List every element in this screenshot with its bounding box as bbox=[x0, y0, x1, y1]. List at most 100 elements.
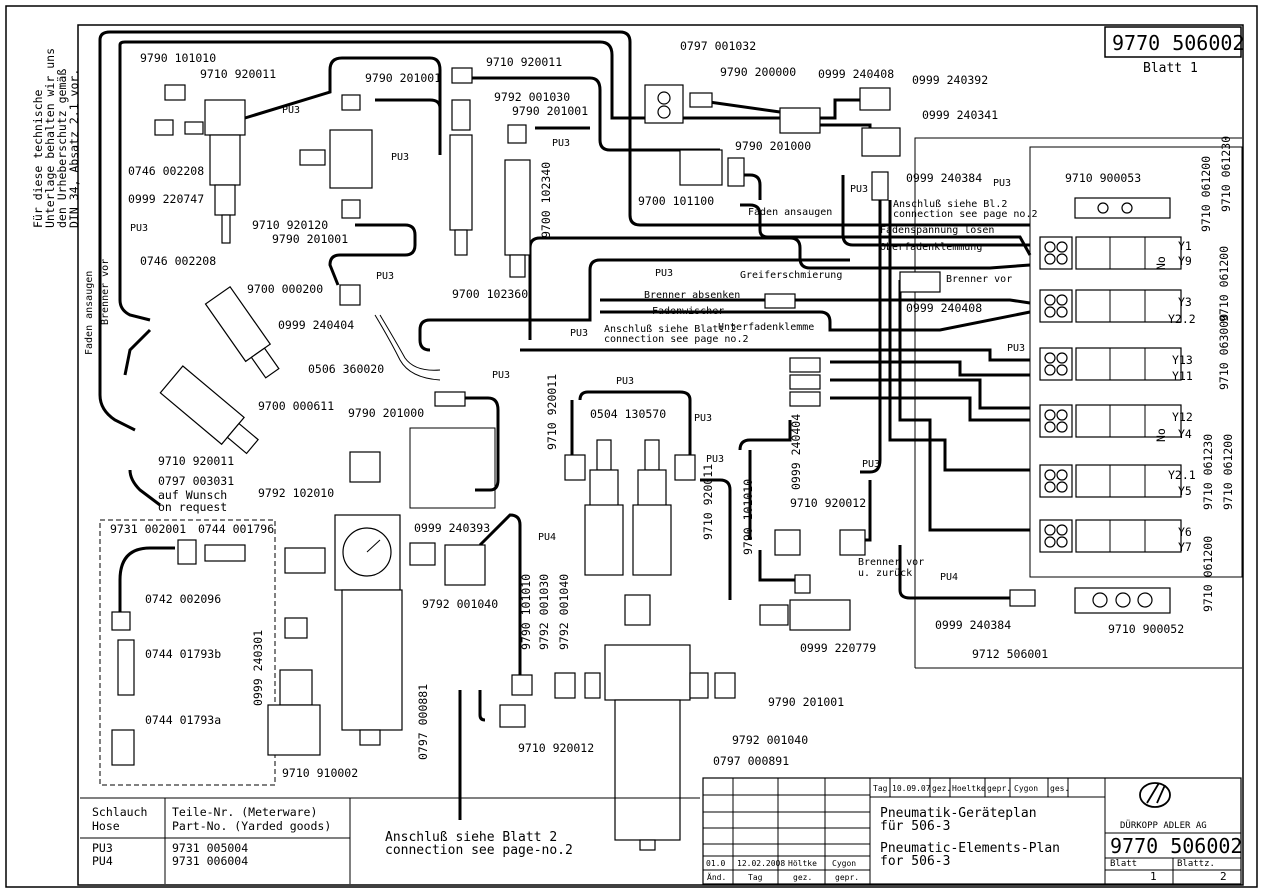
svg-text:01.0: 01.0 bbox=[706, 859, 725, 868]
svg-text:10.09.07: 10.09.07 bbox=[892, 784, 931, 793]
svg-text:on request: on request bbox=[158, 500, 227, 514]
y-connector bbox=[779, 107, 821, 134]
label-p48: 0999 240408 bbox=[906, 301, 982, 315]
svg-text:PU4: PU4 bbox=[92, 854, 113, 868]
rotated-part-labels: 9700 102340 0999 240301 0797 000881 9710… bbox=[251, 136, 1235, 760]
label-p1: 9790 101010 bbox=[140, 51, 216, 65]
label-v3: 9710 061200 bbox=[1217, 246, 1231, 322]
label-p58: 0797 000891 bbox=[713, 754, 789, 768]
components bbox=[99, 67, 1036, 851]
label-p45: 9790 101010 bbox=[741, 479, 755, 555]
svg-text:PU3: PU3 bbox=[492, 370, 510, 381]
part-9792-001040-b bbox=[584, 672, 601, 699]
label-p47: 0999 220779 bbox=[800, 641, 876, 655]
svg-text:2: 2 bbox=[1220, 870, 1227, 883]
svg-text:Y11: Y11 bbox=[1172, 369, 1193, 383]
cylinder-upper-left bbox=[154, 84, 246, 244]
label-p23: 9700 000200 bbox=[247, 282, 323, 296]
option-box bbox=[99, 519, 276, 786]
svg-text:Y1: Y1 bbox=[1178, 239, 1192, 253]
label-p31: 9731 002001 bbox=[110, 522, 186, 536]
svg-text:gepr.: gepr. bbox=[835, 873, 859, 882]
copyright-note: Für diese technische Unterlage behalten … bbox=[31, 48, 81, 228]
title-block: Tag 10.09.07 gez. Hoeltke gepr. Cygon ge… bbox=[702, 777, 1242, 885]
label-p10: 9790 201001 bbox=[512, 104, 588, 118]
label-p24: 0999 240404 bbox=[278, 318, 354, 332]
svg-text:Anschluß siehe Blatt 2: Anschluß siehe Blatt 2 bbox=[385, 830, 557, 845]
hose-type-labels: PU3 PU3 PU3 PU3 PU3 PU3 PU3 PU3 PU3 PU3 … bbox=[130, 105, 1025, 583]
valve-block-6 bbox=[1039, 519, 1182, 553]
svg-text:Pneumatik-Geräteplan: Pneumatik-Geräteplan bbox=[880, 806, 1037, 821]
svg-text:Brenner vor: Brenner vor bbox=[946, 274, 1012, 285]
label-p12: 9700 102360 bbox=[452, 287, 528, 301]
svg-text:9731 005004: 9731 005004 bbox=[172, 841, 248, 855]
cylinder-9700-000611 bbox=[159, 365, 259, 455]
label-v2: 9710 061230 bbox=[1219, 136, 1233, 212]
svg-text:PU3: PU3 bbox=[92, 841, 113, 855]
part-0999-240393 bbox=[409, 542, 436, 566]
label-p30: 9792 102010 bbox=[258, 486, 334, 500]
hose-table: Schlauch Hose Teile-Nr. (Meterware) Part… bbox=[80, 797, 700, 884]
svg-text:Y13: Y13 bbox=[1172, 353, 1193, 367]
svg-text:PU3: PU3 bbox=[282, 105, 300, 116]
fitting-0999-240384 bbox=[1009, 589, 1036, 607]
svg-text:Brenner vor: Brenner vor bbox=[858, 557, 924, 568]
label-p16: 0999 240392 bbox=[912, 73, 988, 87]
label-p17: 0999 240341 bbox=[922, 108, 998, 122]
svg-text:Unterfadenklemme: Unterfadenklemme bbox=[718, 322, 814, 333]
svg-text:PU3: PU3 bbox=[706, 454, 724, 465]
elbow-9792-102010 bbox=[284, 547, 326, 574]
cylinder-9700-102360 bbox=[449, 67, 473, 256]
fitting-0999-240404 bbox=[339, 284, 361, 306]
label-p14: 9790 200000 bbox=[720, 65, 796, 79]
label-v6: 9710 061200 bbox=[1221, 434, 1235, 510]
svg-text:PU3: PU3 bbox=[552, 138, 570, 149]
svg-text:Für diese technische: Für diese technische bbox=[31, 89, 45, 228]
svg-text:PU3: PU3 bbox=[391, 152, 409, 163]
hose-bundle bbox=[374, 314, 441, 381]
part-labels: 9790 101010 9710 920011 0746 002208 0999… bbox=[110, 39, 1184, 780]
label-p57: 9792 001040 bbox=[732, 733, 808, 747]
label-p28: 9790 201000 bbox=[348, 406, 424, 420]
y-connector-brenner bbox=[899, 271, 941, 293]
svg-text:Änd.: Änd. bbox=[707, 872, 726, 882]
label-p29: 0797 003031 bbox=[158, 474, 234, 488]
svg-text:12.02.2008: 12.02.2008 bbox=[737, 859, 785, 868]
svg-text:Y4: Y4 bbox=[1178, 427, 1192, 441]
svg-text:connection see page no.2: connection see page no.2 bbox=[893, 209, 1038, 220]
part-0744-01793a bbox=[111, 729, 135, 766]
label-p3: 0746 002208 bbox=[128, 164, 204, 178]
svg-text:Greiferschmierung: Greiferschmierung bbox=[740, 270, 842, 281]
part-9792-001040-c bbox=[689, 672, 709, 699]
elbow-fitting bbox=[859, 87, 891, 111]
sheet-label: Blatt 1 bbox=[1143, 61, 1198, 76]
label-v5: 9710 061230 bbox=[1201, 434, 1215, 510]
label-p46: 9710 920012 bbox=[790, 496, 866, 510]
filter-0797-000891 bbox=[604, 594, 691, 851]
part-9790-201001-b bbox=[714, 672, 736, 699]
svg-text:PU3: PU3 bbox=[130, 223, 148, 234]
doc-number: 9770 506002 bbox=[1112, 31, 1244, 55]
label-v1: 9710 061200 bbox=[1199, 156, 1213, 232]
svg-text:Y12: Y12 bbox=[1172, 410, 1193, 424]
label-p33: 0742 002096 bbox=[145, 592, 221, 606]
elbow-bottom-1 bbox=[511, 674, 533, 696]
svg-text:Faden ansaugen: Faden ansaugen bbox=[84, 271, 95, 355]
cylinders-0504-130570 bbox=[584, 439, 672, 576]
svg-text:Pneumatic-Elements-Plan: Pneumatic-Elements-Plan bbox=[880, 841, 1060, 856]
svg-text:u. zurück: u. zurück bbox=[858, 568, 912, 579]
svg-text:No: No bbox=[1154, 428, 1168, 442]
label-p20: 0999 240384 bbox=[906, 171, 982, 185]
part-0742-002096 bbox=[177, 539, 197, 565]
label-p27: 9710 920011 bbox=[158, 454, 234, 468]
angle-fitting bbox=[727, 157, 745, 187]
valve-block-3 bbox=[1039, 347, 1182, 381]
elbow-bottom-2 bbox=[499, 704, 526, 728]
label-p39: 0999 240393 bbox=[414, 521, 490, 535]
fitting-upper bbox=[794, 574, 811, 594]
company-logo bbox=[1139, 782, 1171, 808]
label-p52: 9790 101010 bbox=[519, 574, 533, 650]
svg-text:connection see page-no.2: connection see page-no.2 bbox=[385, 843, 573, 858]
svg-text:Y9: Y9 bbox=[1178, 254, 1192, 268]
svg-text:Tag: Tag bbox=[748, 873, 763, 882]
